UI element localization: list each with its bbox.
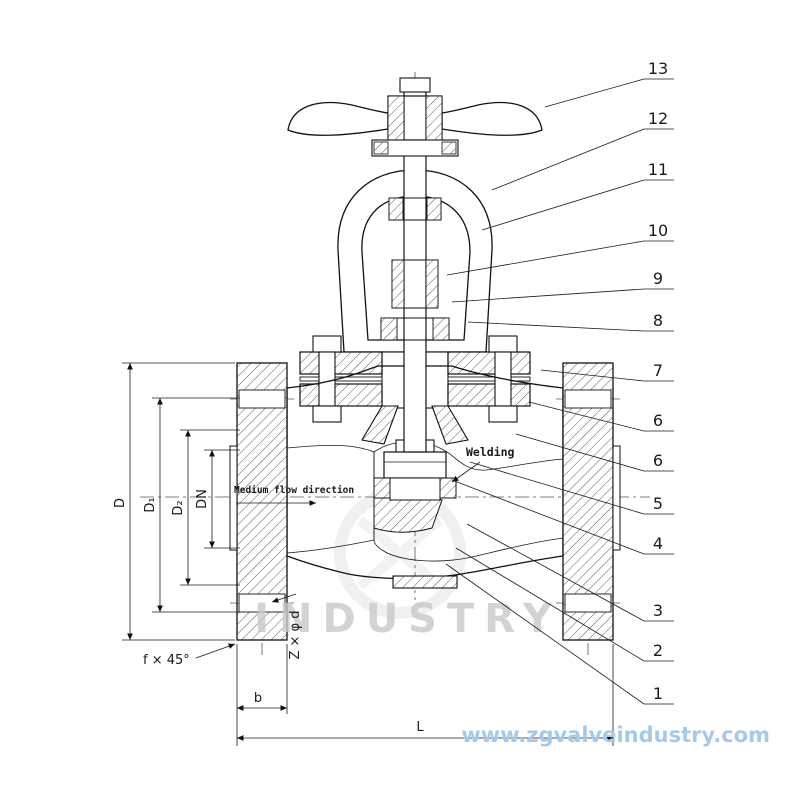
callout-7: 7 (540, 361, 674, 382)
dim-b-label: b (254, 691, 262, 706)
callout-9: 9 (451, 269, 674, 303)
callout-3: 3 (466, 523, 674, 622)
bolt-hole (564, 593, 612, 613)
callout-5: 5 (469, 461, 674, 515)
gasket-right (447, 376, 531, 382)
dimension-D2: D₂ (171, 429, 240, 586)
callout-13: 13 (544, 59, 674, 108)
welding-arrow (451, 461, 481, 483)
dim-L-label: L (416, 720, 424, 735)
dimension-zphid: Z × φ d (271, 593, 303, 660)
gland-flange (371, 139, 459, 157)
callout-4: 4 (451, 479, 674, 555)
seat-ring-left (373, 477, 391, 499)
neck-wall-right (431, 405, 469, 445)
bolt-hole (238, 389, 286, 409)
callout-11-label: 11 (648, 160, 668, 179)
callout-6b-label: 6 (653, 451, 663, 470)
dim-zphid-label: Z × φ d (288, 610, 303, 659)
dimension-L: L (236, 644, 614, 746)
outlet-bore (373, 441, 564, 562)
welding-label: Welding (466, 445, 515, 459)
dimension-DN: DN (195, 449, 240, 549)
stem-fittings (380, 197, 450, 341)
callout-11: 11 (481, 160, 674, 231)
inlet-bore (286, 444, 375, 554)
bottom-boss (392, 575, 458, 589)
raised-face-right (612, 445, 621, 551)
callout-2: 2 (455, 547, 674, 662)
dimension-D: D (113, 362, 235, 641)
callout-8-label: 8 (653, 311, 663, 330)
welding-annotation: Welding (451, 445, 515, 483)
callout-4-label: 4 (653, 534, 663, 553)
dim-DN-label: DN (195, 489, 210, 509)
flow-direction-label: Medium flow direction (234, 485, 354, 496)
callout-13-label: 13 (648, 59, 668, 78)
seat-opening (389, 477, 441, 501)
disc (383, 451, 447, 479)
dim-D2-label: D₂ (171, 500, 186, 515)
callout-6b: 6 (515, 433, 674, 472)
dimension-f45: f × 45° (143, 643, 236, 668)
callout-2-label: 2 (653, 641, 663, 660)
website-watermark: www.zgvalveindustry.com (461, 723, 770, 747)
dimension-b: b (237, 644, 288, 714)
valve-body (229, 362, 621, 641)
handwheel (287, 77, 543, 157)
callouts: 13 12 11 10 9 8 7 (445, 59, 674, 705)
neck-wall-left (361, 405, 399, 445)
bolt-left (312, 335, 342, 423)
callout-8: 8 (467, 311, 674, 332)
callout-7-label: 7 (653, 361, 663, 380)
dim-D-label: D (113, 498, 128, 508)
callout-12-label: 12 (648, 109, 668, 128)
callout-1: 1 (445, 563, 674, 705)
callout-12: 12 (491, 109, 674, 191)
callout-1-label: 1 (653, 684, 663, 703)
bolt-hole (564, 389, 612, 409)
dimension-D1: D₁ (143, 397, 240, 613)
dim-f45-label: f × 45° (143, 653, 190, 668)
raised-face-left (229, 445, 238, 551)
seat-ring-right (439, 477, 457, 499)
handwheel-nut (399, 77, 431, 93)
callout-5-label: 5 (653, 494, 663, 513)
gasket-left (299, 376, 383, 382)
dim-D1-label: D₁ (143, 497, 158, 512)
callout-3-label: 3 (653, 601, 663, 620)
flow-annotation: Medium flow direction (234, 485, 354, 506)
callout-10: 10 (446, 221, 674, 276)
callout-6a-label: 6 (653, 411, 663, 430)
callout-10-label: 10 (648, 221, 668, 240)
callout-9-label: 9 (653, 269, 663, 288)
callout-6a: 6 (528, 401, 674, 432)
